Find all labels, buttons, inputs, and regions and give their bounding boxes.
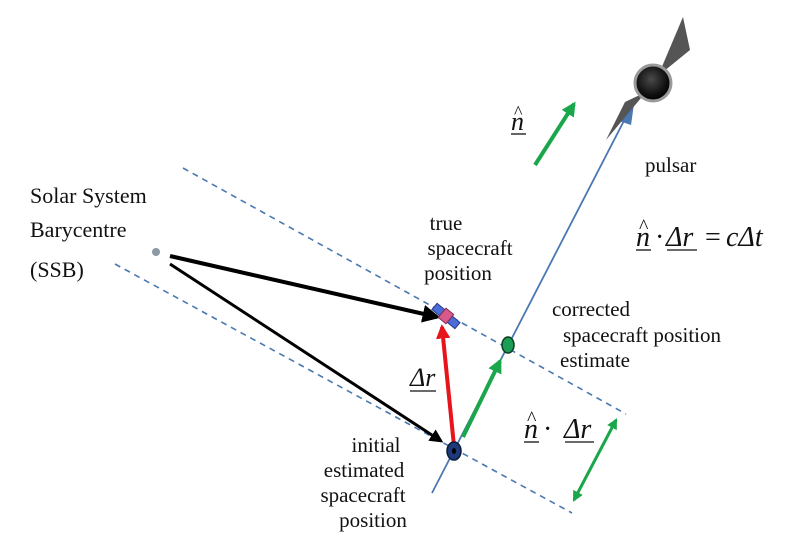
upper-dashed-plane: [182, 167, 627, 415]
n-hat-direction-arrow: [533, 101, 576, 167]
eq-n-symbol: n: [636, 222, 650, 253]
eq-c-delta-t: cΔt: [726, 222, 764, 253]
eq-equals: =: [705, 222, 721, 253]
projection-double-arrow: [572, 418, 618, 502]
spacecraft-icon: [431, 302, 461, 330]
corrected-label-line2: spacecraft position: [563, 323, 722, 347]
timing-equation: n ^ · Δr = cΔt: [636, 216, 764, 253]
initial-label-line3: spacecraft: [320, 483, 405, 507]
lower-dashed-plane: [114, 263, 573, 514]
n-hat-label: n ^: [511, 102, 526, 136]
ssb-label-line3: (SSB): [30, 257, 84, 282]
projection-label: n ^ · Δr: [524, 408, 594, 445]
delta-r-arrow: [435, 324, 456, 447]
ssb-point: [152, 248, 160, 256]
proj-delta-r: Δr: [563, 414, 591, 445]
n-hat-symbol: n: [511, 107, 524, 136]
eq-dot: ·: [655, 222, 664, 253]
ssb-to-initial-estimate-arrow: [169, 262, 444, 443]
proj-n-caret: ^: [527, 408, 537, 430]
ssb-to-true-position-arrow: [169, 254, 441, 323]
delta-r-label: Δr: [409, 363, 436, 392]
correction-arrow: [461, 358, 502, 438]
n-hat-caret: ^: [514, 102, 523, 122]
corrected-label-line3: estimate: [560, 348, 630, 372]
initial-label-line2: estimated: [324, 458, 405, 482]
eq-n-caret: ^: [639, 216, 649, 238]
initial-label-line4: position: [339, 508, 407, 532]
pulsar-label: pulsar: [645, 153, 696, 177]
true-position-label-line2: spacecraft: [427, 236, 512, 260]
corrected-label-line1: corrected: [552, 297, 631, 321]
initial-label-line1: initial: [352, 433, 401, 457]
pulsar-icon: [606, 17, 690, 140]
proj-dot: ·: [543, 414, 552, 445]
eq-delta-r: Δr: [665, 222, 693, 253]
true-position-label-line3: position: [424, 261, 492, 285]
true-position-label-line1: true: [430, 211, 463, 235]
initial-estimate-dot-core: [452, 448, 456, 454]
corrected-estimate-dot: [501, 336, 515, 354]
delta-r-symbol: Δr: [409, 363, 436, 392]
ssb-label-line2: Barycentre: [30, 217, 127, 242]
ssb-label-line1: Solar System: [30, 183, 147, 208]
proj-n-symbol: n: [524, 414, 538, 445]
